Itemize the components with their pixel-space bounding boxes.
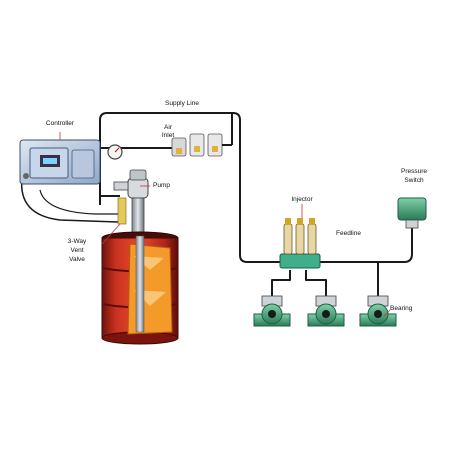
vent-valve-label-line2: Vent [70, 247, 84, 254]
feedline-label: Feedline [336, 230, 361, 237]
pressure-switch-label-line2: Switch [404, 177, 424, 184]
controller-pump-pipe [99, 182, 120, 197]
bearing-label: Bearing [390, 305, 413, 312]
air-inlet-label-line1: Air [164, 124, 172, 131]
vent-cable [39, 189, 118, 215]
drum [101, 231, 179, 345]
air-inlet-regulators [171, 113, 233, 157]
supply-line-pipe [99, 112, 282, 263]
bearing-2 [307, 295, 345, 327]
supply-line-label: Supply Line [165, 100, 199, 107]
bearing-1 [253, 295, 291, 327]
vent-valve-label-line1: 3-Way [67, 238, 87, 245]
controller-cable [20, 177, 119, 223]
leader-lines [59, 132, 391, 317]
pressure-switch-label-line1: Pressure [400, 168, 427, 175]
pressure-switch [397, 197, 427, 229]
injector-label: Injector [291, 196, 313, 203]
feed-to-bearing-3 [316, 261, 379, 296]
vent-valve-label-line3: Valve [69, 256, 85, 263]
air-inlet-label-line2: Inlet [161, 132, 175, 139]
pump-label: Pump [153, 182, 170, 189]
pump [113, 169, 149, 235]
feed-to-bearing-1 [271, 270, 291, 296]
controller-label: Controller [45, 120, 75, 127]
injector [279, 218, 321, 269]
bearing-3 [359, 295, 397, 327]
feedline-pipe [318, 226, 413, 263]
feed-to-bearing-2 [305, 270, 327, 296]
controller [19, 139, 123, 185]
